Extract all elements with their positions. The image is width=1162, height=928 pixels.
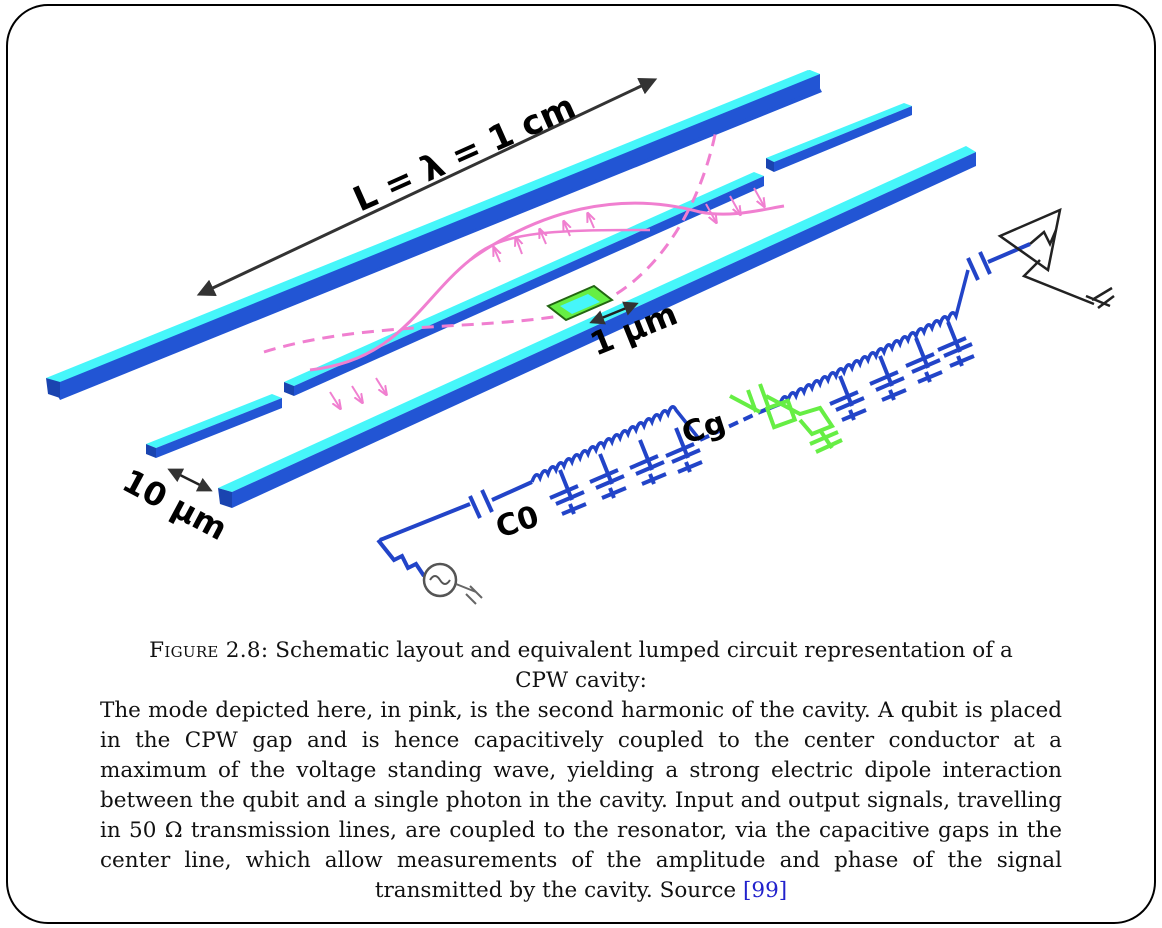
lumped-circuit [376,242,1031,605]
caption-title: Schematic layout and equivalent lumped c… [275,638,1013,693]
caption-body: The mode depicted here, in pink, is the … [100,698,1062,903]
cpw-cavity-diagram: L = λ = 1 cm 1 μm 10 μm [46,70,1115,605]
qubit [546,284,614,322]
qubit-size-arrow [589,301,639,325]
citation-link[interactable]: [99] [743,878,788,903]
length-arrow [196,77,658,297]
gap-label: 10 μm [116,462,233,548]
figure-label: Figure 2.8: [149,638,269,663]
ground-plane-top [46,70,822,400]
input-cap-label: C0 [492,499,544,546]
coupling-circuit [729,383,843,454]
caption-heading: Figure 2.8: Schematic layout and equival… [100,636,1062,696]
center-conductor-output [766,103,912,172]
coupling-cap-label: Cg [678,405,730,452]
figure-caption: Figure 2.8: Schematic layout and equival… [100,636,1062,906]
center-conductor-input [146,394,282,458]
gap-arrow [167,468,213,492]
caption-body-block: The mode depicted here, in pink, is the … [100,696,1062,906]
output-termination [997,207,1115,309]
